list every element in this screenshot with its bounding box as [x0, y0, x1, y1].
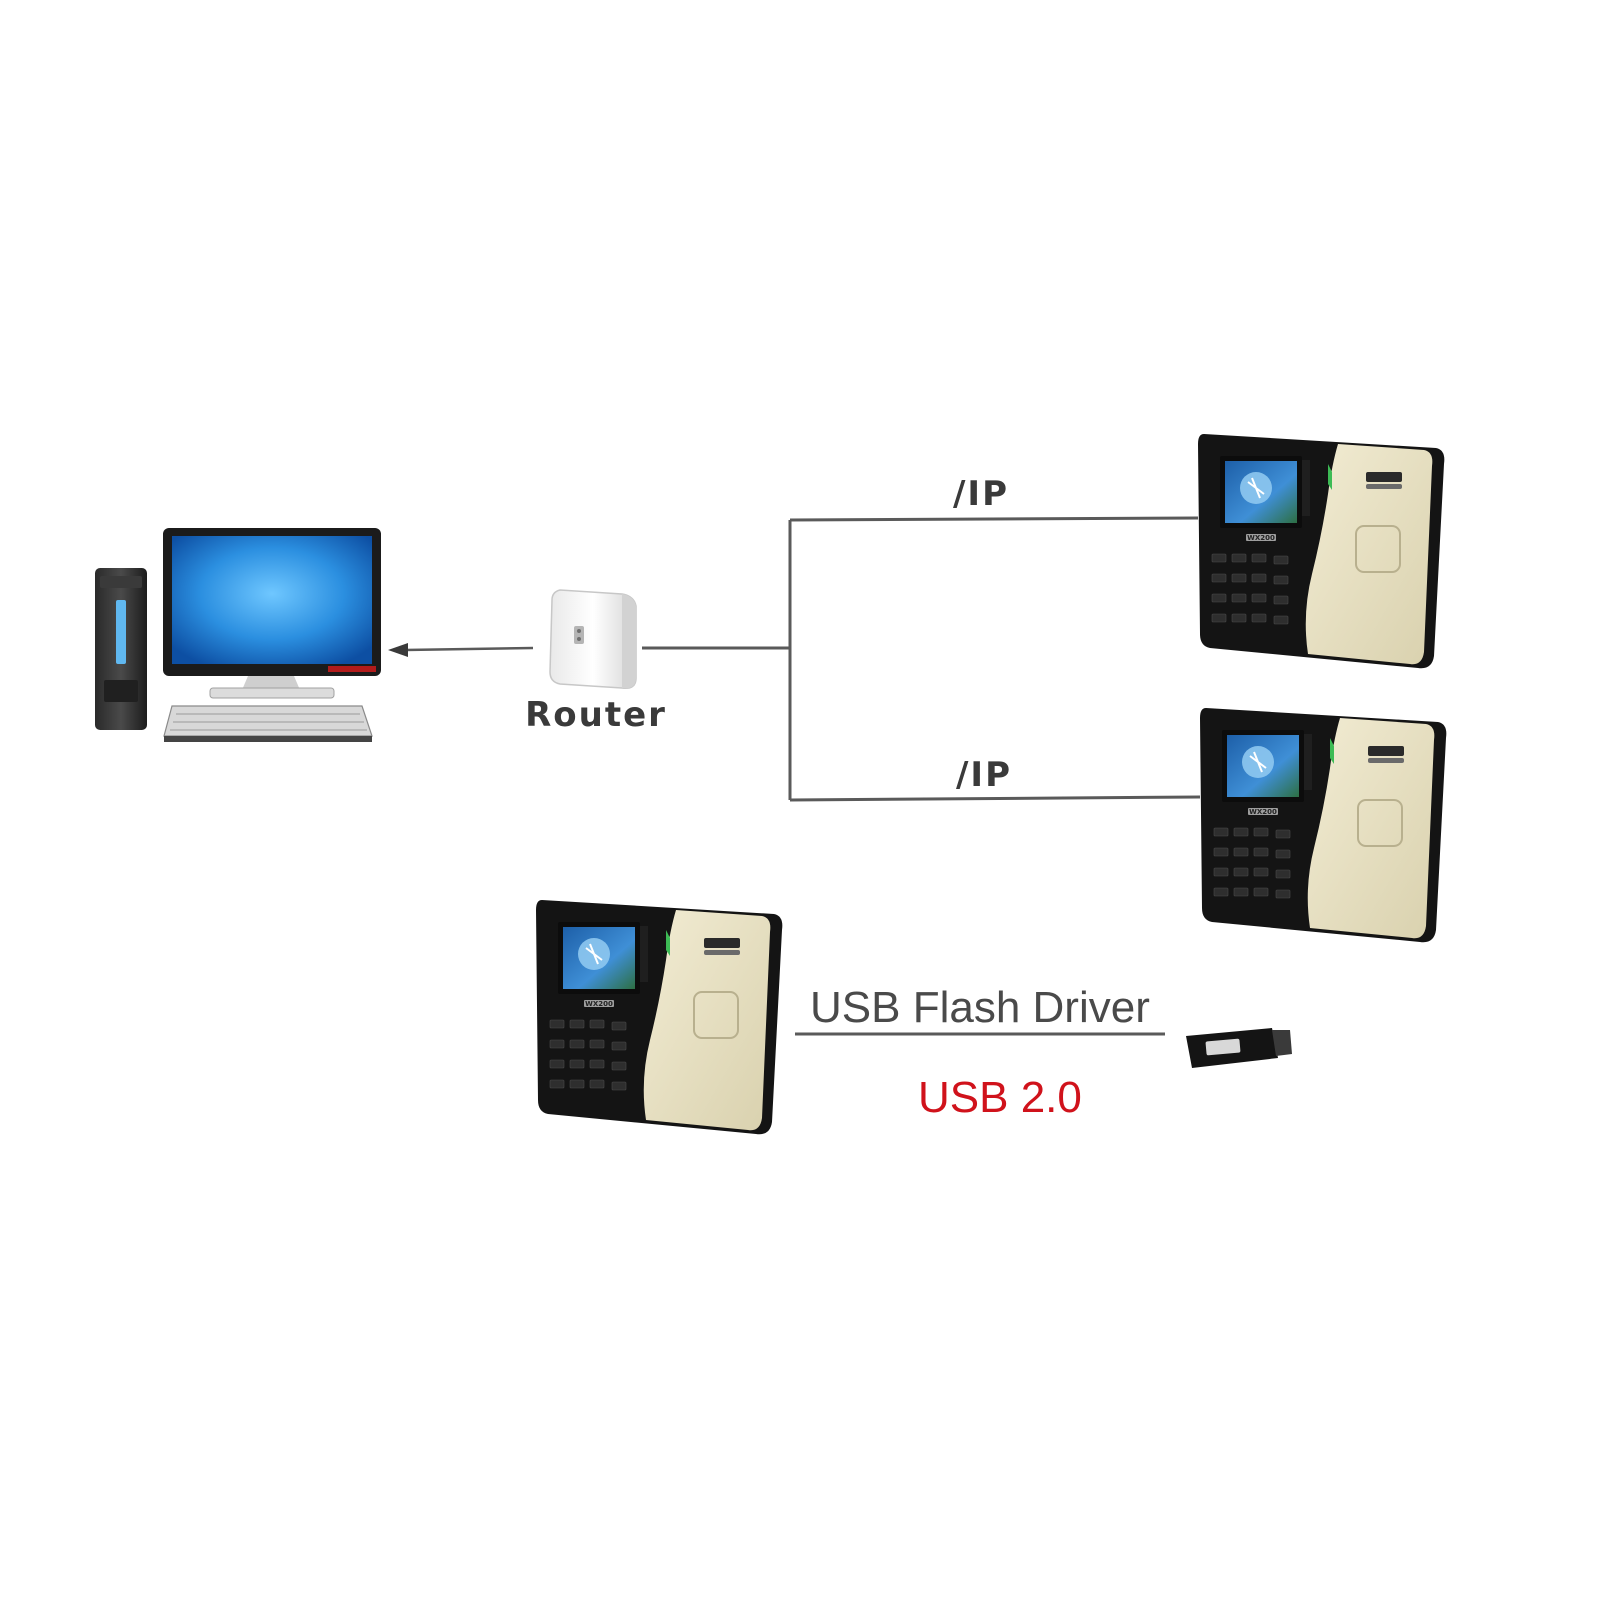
top-ip-label: /IP [953, 474, 1009, 514]
terminal-device-usb: WX200 [535, 899, 784, 1136]
terminal-model-label: WX200 [1247, 534, 1275, 542]
link-line-bottom [789, 795, 1201, 802]
terminal-model-label: WX200 [1249, 808, 1277, 816]
monitor-screen [172, 536, 372, 664]
desktop-computer-icon [95, 528, 381, 742]
arrow-left-icon [388, 643, 534, 657]
router-icon [549, 589, 637, 690]
terminal-device-top: WX200 [1197, 433, 1446, 670]
usb-flash-label: USB Flash Driver [810, 983, 1150, 1032]
link-line-top [789, 516, 1199, 522]
usb-flash-drive-icon [1186, 1028, 1292, 1068]
network-links [642, 516, 1201, 1036]
router-label: Router [525, 695, 667, 735]
terminal-device-bottom: WX200 [1199, 707, 1448, 944]
usb-version-label: USB 2.0 [918, 1073, 1082, 1122]
terminal-model-label: WX200 [585, 1000, 613, 1008]
keyboard [163, 705, 373, 737]
bottom-ip-label: /IP [956, 755, 1012, 795]
